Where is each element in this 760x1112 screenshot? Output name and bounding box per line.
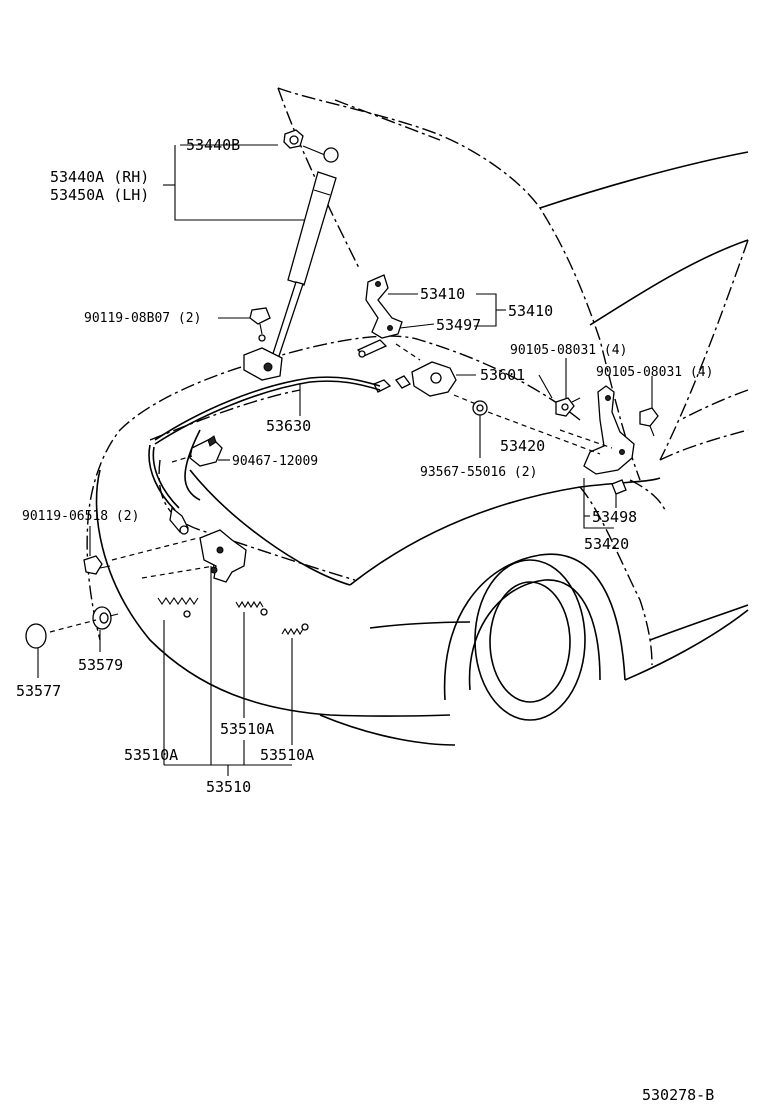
label-53630: 53630 xyxy=(266,417,311,435)
hood-support-strut-icon xyxy=(243,147,339,381)
bolt-53440B-icon xyxy=(283,129,326,156)
leader-lines xyxy=(37,144,653,776)
label-93567-55016: 93567-55016 (2) xyxy=(420,465,537,480)
label-53510A-mid: 53510A xyxy=(220,720,274,738)
bolt-90119-08B07-icon xyxy=(249,307,271,342)
label-53440A-rh: 53440A (RH) xyxy=(50,168,149,186)
clip-90467-icon xyxy=(189,435,223,467)
spring-53510A-left-icon xyxy=(157,597,199,618)
label-90105-08031-b: 90105-08031 (4) xyxy=(596,365,713,380)
bolt-90105-b-icon xyxy=(639,407,659,437)
label-53601: 53601 xyxy=(480,366,525,384)
label-53510A-left: 53510A xyxy=(124,746,178,764)
label-53497: 53497 xyxy=(436,316,481,334)
hood-lock-53601-icon xyxy=(373,361,457,397)
hood-lock-assembly-53510-icon xyxy=(199,529,247,583)
diagram-reference-number: 530278-B xyxy=(642,1086,714,1104)
label-53498: 53498 xyxy=(592,508,637,526)
label-53420-upper: 53420 xyxy=(500,437,545,455)
part-labels: 53440B 53440A (RH) 53450A (LH) 90119-08B… xyxy=(16,136,714,1104)
label-53410-outer: 53410 xyxy=(508,302,553,320)
label-90105-08031-a: 90105-08031 (4) xyxy=(510,343,627,358)
spring-53510A-right-icon xyxy=(281,623,309,636)
label-53410-inner: 53410 xyxy=(420,285,465,303)
label-53420-lower: 53420 xyxy=(584,535,629,553)
label-53510: 53510 xyxy=(206,778,251,796)
bolt-90105-a-icon xyxy=(555,397,581,417)
label-53440B: 53440B xyxy=(186,136,240,154)
cushion-53577-icon xyxy=(25,623,47,649)
label-90467-12009: 90467-12009 xyxy=(232,454,318,469)
bolt-90119-06518-icon xyxy=(83,555,111,575)
car-body-outline xyxy=(95,151,749,746)
hood-hinge-53410-icon xyxy=(356,274,403,358)
bumper-cushion-53579-icon xyxy=(92,606,119,630)
label-90119-06518: 90119-06518 (2) xyxy=(22,509,139,524)
label-53450A-lh: 53450A (LH) xyxy=(50,186,149,204)
label-90119-08B07: 90119-08B07 (2) xyxy=(84,311,201,326)
label-53577: 53577 xyxy=(16,682,61,700)
spring-53510A-mid-icon xyxy=(235,600,268,616)
label-53510A-right: 53510A xyxy=(260,746,314,764)
connector-lines xyxy=(49,343,613,633)
label-53579: 53579 xyxy=(78,656,123,674)
release-cable-53630-icon xyxy=(148,376,381,535)
hood-hinge-53420-icon xyxy=(583,385,635,495)
